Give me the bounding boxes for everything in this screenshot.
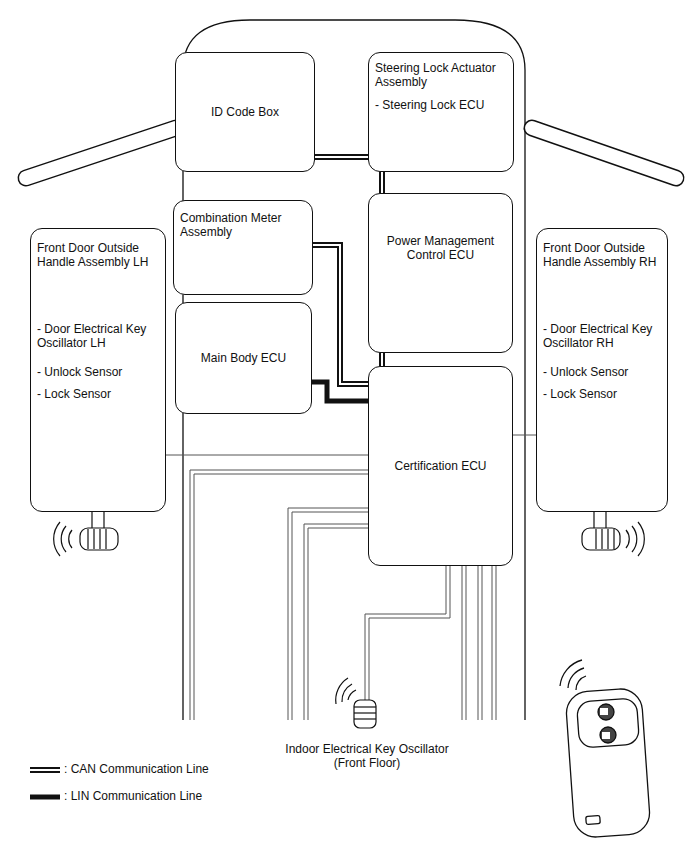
part-label: Indoor Electrical Key Oscillator (Front … — [282, 742, 452, 771]
smart-key-fob — [560, 660, 651, 838]
component-box: Front Door Outside Handle Assembly RH - D… — [536, 228, 668, 512]
can-line-outer — [379, 172, 385, 193]
component-box: ID Code Box — [175, 52, 315, 172]
component-label: - Unlock Sensor — [543, 365, 661, 379]
communication-line — [315, 157, 368, 158]
component-label: Combination Meter Assembly — [180, 211, 306, 240]
component-label: Certification ECU — [375, 459, 506, 473]
communication-line — [166, 455, 368, 456]
component-box: Front Door Outside Handle Assembly LH - D… — [30, 228, 166, 512]
component-label: - Door Electrical Key Oscillator RH — [543, 322, 661, 351]
component-box: Certification ECU — [368, 366, 513, 566]
can-line-inner — [313, 245, 368, 384]
component-label: - Door Electrical Key Oscillator LH — [37, 322, 159, 351]
can-line-outer — [313, 245, 368, 384]
component-box: Main Body ECU — [175, 302, 312, 414]
component-box: Combination Meter Assembly — [173, 200, 313, 295]
communication-line — [312, 382, 368, 401]
component-label: Main Body ECU — [182, 351, 305, 365]
component-label: Front Door Outside Handle Assembly LH — [37, 241, 159, 270]
component-label: Steering Lock Actuator Assembly — [375, 61, 507, 90]
component-label: - Lock Sensor — [37, 387, 159, 401]
communication-line — [382, 353, 383, 366]
door-oscillator-coil-rh — [582, 512, 644, 556]
component-label: - Lock Sensor — [543, 387, 661, 401]
component-label: Power Management Control ECU — [375, 234, 506, 263]
component-label: - Unlock Sensor — [37, 365, 159, 379]
can-line-inner — [381, 172, 383, 193]
signal-wire — [166, 455, 368, 456]
component-box: Power Management Control ECU — [368, 193, 513, 353]
can-line-inner — [315, 156, 368, 158]
indoor-oscillator-coil — [336, 678, 376, 728]
legend-samples — [30, 770, 60, 797]
door-oscillator-coil-lh — [54, 512, 118, 556]
can-line-outer — [379, 353, 385, 366]
can-line-outer — [315, 154, 368, 160]
legend-text: : CAN Communication Line — [64, 762, 209, 776]
communication-line — [513, 435, 536, 436]
component-label: Front Door Outside Handle Assembly RH — [543, 241, 661, 270]
signal-wire — [513, 435, 536, 436]
component-box: Steering Lock Actuator Assembly - Steerin… — [368, 52, 514, 172]
legend-text: : LIN Communication Line — [64, 789, 202, 803]
lin-line — [312, 382, 368, 401]
component-label: ID Code Box — [182, 105, 308, 119]
component-label: - Steering Lock ECU — [375, 98, 507, 112]
can-line-inner — [381, 353, 383, 366]
communication-line — [313, 245, 368, 384]
communication-line — [382, 172, 383, 193]
side-mirrors — [26, 128, 676, 178]
